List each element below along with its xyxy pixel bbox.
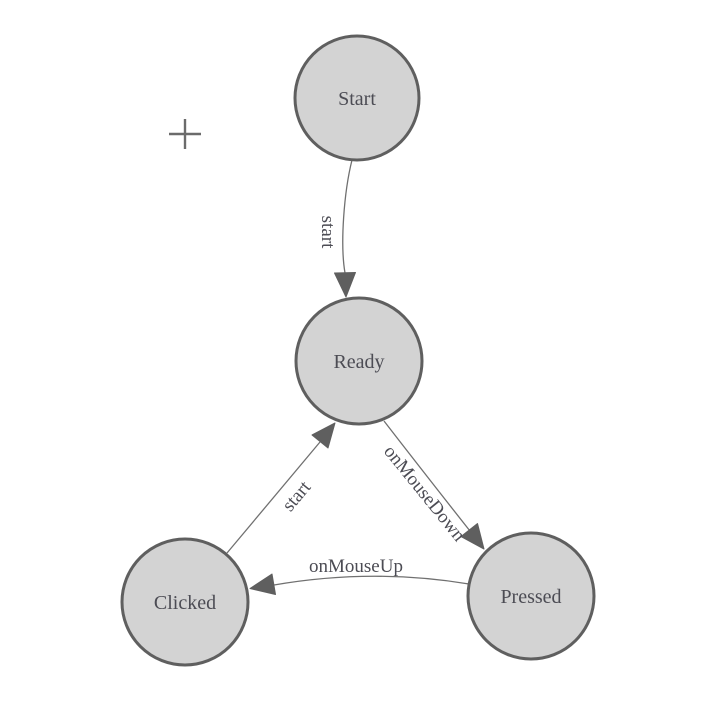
edge-line[interactable] <box>273 575 470 586</box>
state-circle[interactable] <box>466 531 596 661</box>
arrowhead-icon <box>311 422 336 449</box>
edge-ready-to-pressed[interactable]: onMouseDown <box>379 420 485 550</box>
state-label: Pressed <box>500 586 561 608</box>
state-circle[interactable] <box>294 296 424 426</box>
node-start[interactable]: Start <box>293 34 421 162</box>
arrowhead-icon <box>249 573 276 595</box>
edge-label: onMouseDown <box>379 441 469 546</box>
edge-pressed-to-clicked[interactable]: onMouseUp <box>249 556 470 595</box>
node-pressed[interactable]: Pressed <box>466 531 596 661</box>
edge-line[interactable] <box>383 420 471 532</box>
state-label: Clicked <box>154 592 216 614</box>
node-ready[interactable]: Ready <box>294 296 424 426</box>
edge-clicked-to-ready[interactable]: start <box>226 422 336 554</box>
edge-line[interactable] <box>342 159 353 274</box>
plus-crosshair-icon <box>169 119 201 149</box>
edge-line[interactable] <box>226 441 321 554</box>
state-label: Start <box>338 88 376 110</box>
state-circle[interactable] <box>293 34 421 162</box>
arrowhead-icon <box>334 272 356 298</box>
state-circle[interactable] <box>120 537 250 667</box>
edge-start-to-ready[interactable]: start <box>317 159 356 298</box>
state-label: Ready <box>333 351 384 373</box>
edge-label: start <box>317 216 338 249</box>
node-clicked[interactable]: Clicked <box>120 537 250 667</box>
edge-label: start <box>278 477 316 516</box>
edge-label: onMouseUp <box>309 556 403 577</box>
arrowhead-icon <box>460 523 485 550</box>
